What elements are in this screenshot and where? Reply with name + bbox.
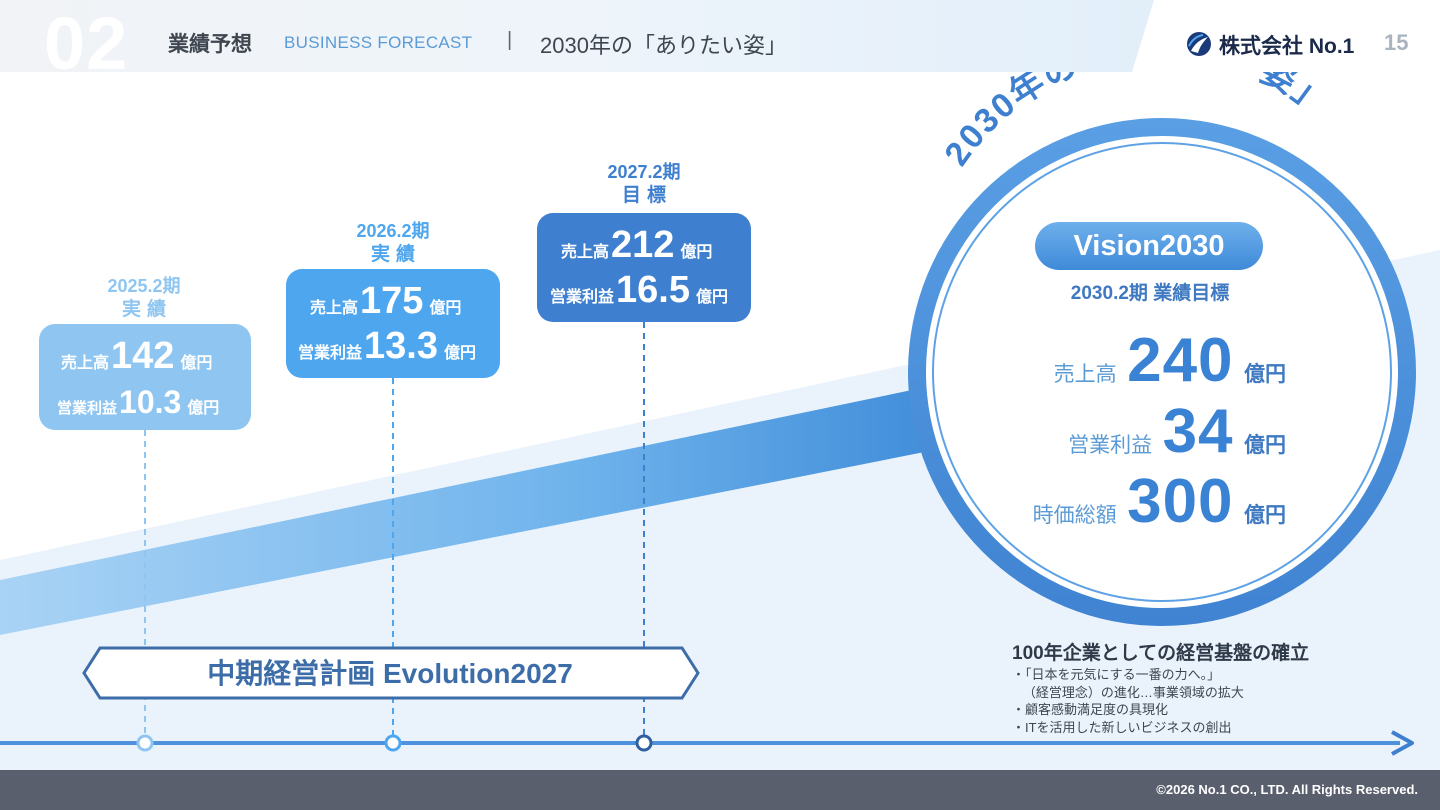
milestone-card-2026: 売上高 175 億円 営業利益 13.3 億円 <box>286 269 500 378</box>
milestone-year: 2025.2期 <box>107 276 181 296</box>
profit-row: 営業利益 10.3 億円 <box>57 382 219 422</box>
milestone-year: 2026.2期 <box>356 221 430 241</box>
sales-label: 売上高 <box>310 300 359 317</box>
foundation-title: 100年企業としての経営基盤の確立 <box>1012 643 1310 664</box>
plan-banner: 中期経営計画 Evolution2027 <box>207 658 573 689</box>
vision-market-cap-label: 時価総額 <box>1032 504 1117 527</box>
milestone-kind: 実績 <box>121 299 172 320</box>
profit-label: 営業利益 <box>57 400 118 417</box>
profit-label: 営業利益 <box>550 289 615 306</box>
vision-profit-value: 34 <box>1162 397 1234 466</box>
profit-unit: 億円 <box>443 345 476 362</box>
profit-unit: 億円 <box>187 400 220 417</box>
vision-row-market-cap: 時価総額 300 億円 <box>1030 466 1286 537</box>
timeline-node-2 <box>384 734 402 752</box>
timeline-node-3 <box>635 734 653 752</box>
vision-sales-value: 240 <box>1127 326 1234 395</box>
vision-sales-unit: 億円 <box>1244 363 1286 386</box>
title-separator: | <box>507 29 513 51</box>
milestone-kind: 目標 <box>621 185 672 206</box>
sales-label: 売上高 <box>61 355 110 372</box>
timeline-node-1 <box>136 734 154 752</box>
header: 02 業績予想 BUSINESS FORECAST | 2030年の「ありたい姿… <box>0 0 1440 84</box>
section-title-en: BUSINESS FORECAST <box>284 33 473 52</box>
foundation-item: ・顧客感動満足度の具現化 <box>1012 702 1169 717</box>
milestone-kind: 実績 <box>370 244 421 265</box>
growth-band <box>0 380 960 635</box>
plan-banner-shape <box>82 646 700 700</box>
timeline-arrow-icon <box>1391 730 1414 756</box>
vision-row-sales: 売上高 240 億円 <box>1030 325 1286 396</box>
profit-row: 営業利益 16.5 億円 <box>550 270 728 310</box>
vision-circle-ring <box>932 142 1392 602</box>
sales-unit: 億円 <box>680 244 713 261</box>
header-logo-panel <box>1132 0 1440 72</box>
sales-label: 売上高 <box>561 244 610 261</box>
vision-badge: Vision2030 <box>1035 222 1263 270</box>
profit-unit: 億円 <box>695 289 728 306</box>
vision-profit-unit: 億円 <box>1244 434 1286 457</box>
milestone-label-2026: 2026.2期 実績 <box>333 219 453 267</box>
copyright: ©2026 No.1 CO., LTD. All Rights Reserved… <box>1156 782 1418 797</box>
vision-sales-label: 売上高 <box>1053 363 1117 386</box>
company-logo-icon <box>1187 32 1211 56</box>
milestone-year: 2027.2期 <box>607 162 681 182</box>
vision-market-cap-value: 300 <box>1127 467 1234 536</box>
foundation-item: ・「日本を元気にする一番の力へ。」 <box>1012 667 1221 682</box>
section-number: 02 <box>44 2 129 85</box>
section-title: 業績予想 <box>168 33 252 56</box>
footer: ©2026 No.1 CO., LTD. All Rights Reserved… <box>0 770 1440 810</box>
milestone-label-2025: 2025.2期 実績 <box>84 274 204 322</box>
sales-row: 売上高 142 億円 <box>61 336 212 376</box>
sales-unit: 億円 <box>180 355 213 372</box>
vision-row-profit: 営業利益 34 億円 <box>1030 396 1286 467</box>
milestone-card-2027: 売上高 212 億円 営業利益 16.5 億円 <box>537 213 751 322</box>
milestone-card-2025: 売上高 142 億円 営業利益 10.3 億円 <box>39 324 251 430</box>
vision-subtitle: 2030.2期 業績目標 <box>1070 283 1230 304</box>
milestone-label-2027: 2027.2期 目標 <box>584 160 704 208</box>
vision-profit-label: 営業利益 <box>1068 434 1153 457</box>
profit-value: 16.5 <box>616 269 690 311</box>
profit-value: 10.3 <box>119 384 182 420</box>
profit-value: 13.3 <box>364 325 438 367</box>
profit-label: 営業利益 <box>298 345 363 362</box>
page-number: 15 <box>1384 30 1409 55</box>
vision-market-cap-unit: 億円 <box>1244 504 1286 527</box>
foundation-item: ・ITを活用した新しいビジネスの創出 <box>1012 719 1232 735</box>
company-name: 株式会社 No.1 <box>1219 35 1355 58</box>
sales-value: 212 <box>611 224 675 266</box>
sales-value: 175 <box>360 280 424 322</box>
sales-row: 売上高 212 億円 <box>561 225 712 265</box>
page-subtitle: 2030年の「ありたい姿」 <box>540 33 787 58</box>
sales-unit: 億円 <box>429 300 462 317</box>
sales-row: 売上高 175 億円 <box>310 281 461 321</box>
foundation-item: （経営理念）の進化…事業領域の拡大 <box>1012 684 1244 700</box>
profit-row: 営業利益 13.3 億円 <box>298 326 476 366</box>
foundation-list: ・「日本を元気にする一番の力へ。」 （経営理念）の進化…事業領域の拡大 ・顧客感… <box>1012 666 1244 736</box>
sales-value: 142 <box>111 335 175 377</box>
